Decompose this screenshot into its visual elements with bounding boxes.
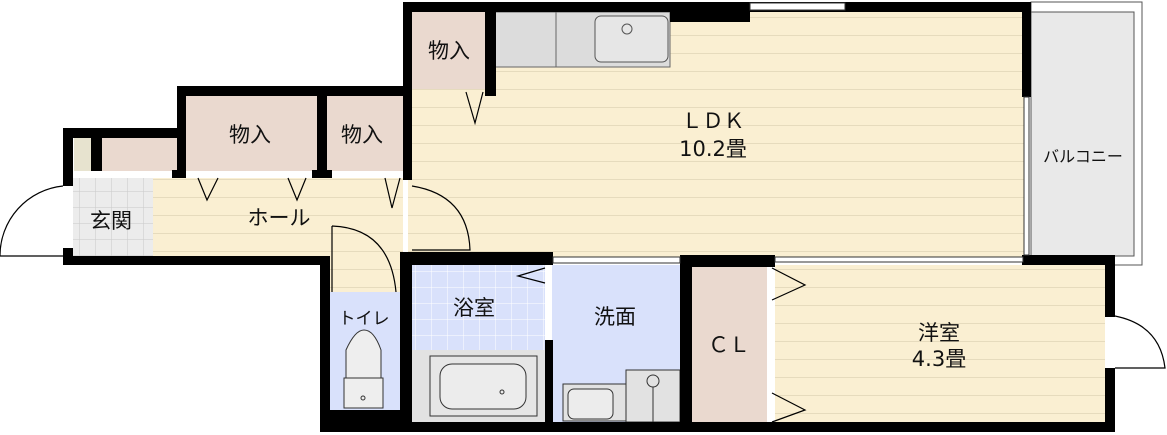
washroom-label: 洗面 (594, 305, 636, 329)
sink-icon (594, 15, 669, 63)
storage-middle-label: 物入 (341, 123, 383, 147)
washing-machine-icon (625, 369, 681, 423)
closet[interactable] (692, 265, 767, 422)
bathroom[interactable] (412, 265, 545, 350)
toilet-label: トイレ (339, 309, 390, 329)
hall-label: ホール (248, 206, 311, 230)
entrance-area[interactable] (73, 178, 153, 256)
ldk-name-label: ＬＤＫ (682, 109, 745, 133)
hall-area[interactable] (153, 178, 403, 256)
toilet-door[interactable] (331, 225, 397, 293)
washbasin-icon (562, 383, 627, 422)
balcony (1030, 1, 1143, 266)
entrance-door[interactable] (0, 185, 64, 257)
storage-middle[interactable] (327, 96, 403, 171)
closet-label: ＣＬ (708, 333, 750, 357)
balcony-door-western[interactable] (1114, 315, 1166, 369)
ldk-size-label: 10.2畳 (679, 137, 747, 161)
walls (63, 2, 1115, 432)
storage-left-label: 物入 (229, 123, 271, 147)
storage-doors[interactable] (197, 91, 807, 423)
balcony-label: バルコニー (1043, 147, 1123, 166)
western-room[interactable] (775, 265, 1105, 422)
western-size-label: 4.3畳 (912, 347, 966, 371)
shoe-storage (102, 138, 177, 171)
bath-label: 浴室 (453, 296, 495, 320)
toilet-icon (343, 329, 384, 409)
bathtub-icon (429, 355, 538, 417)
storage-kitchen-label: 物入 (428, 39, 470, 63)
storage-left[interactable] (186, 96, 317, 171)
entrance-label: 玄関 (90, 209, 132, 233)
ldk-door[interactable] (411, 185, 471, 251)
meter-box (74, 138, 91, 171)
western-name-label: 洋室 (918, 321, 960, 345)
storage-kitchen[interactable] (412, 12, 487, 89)
